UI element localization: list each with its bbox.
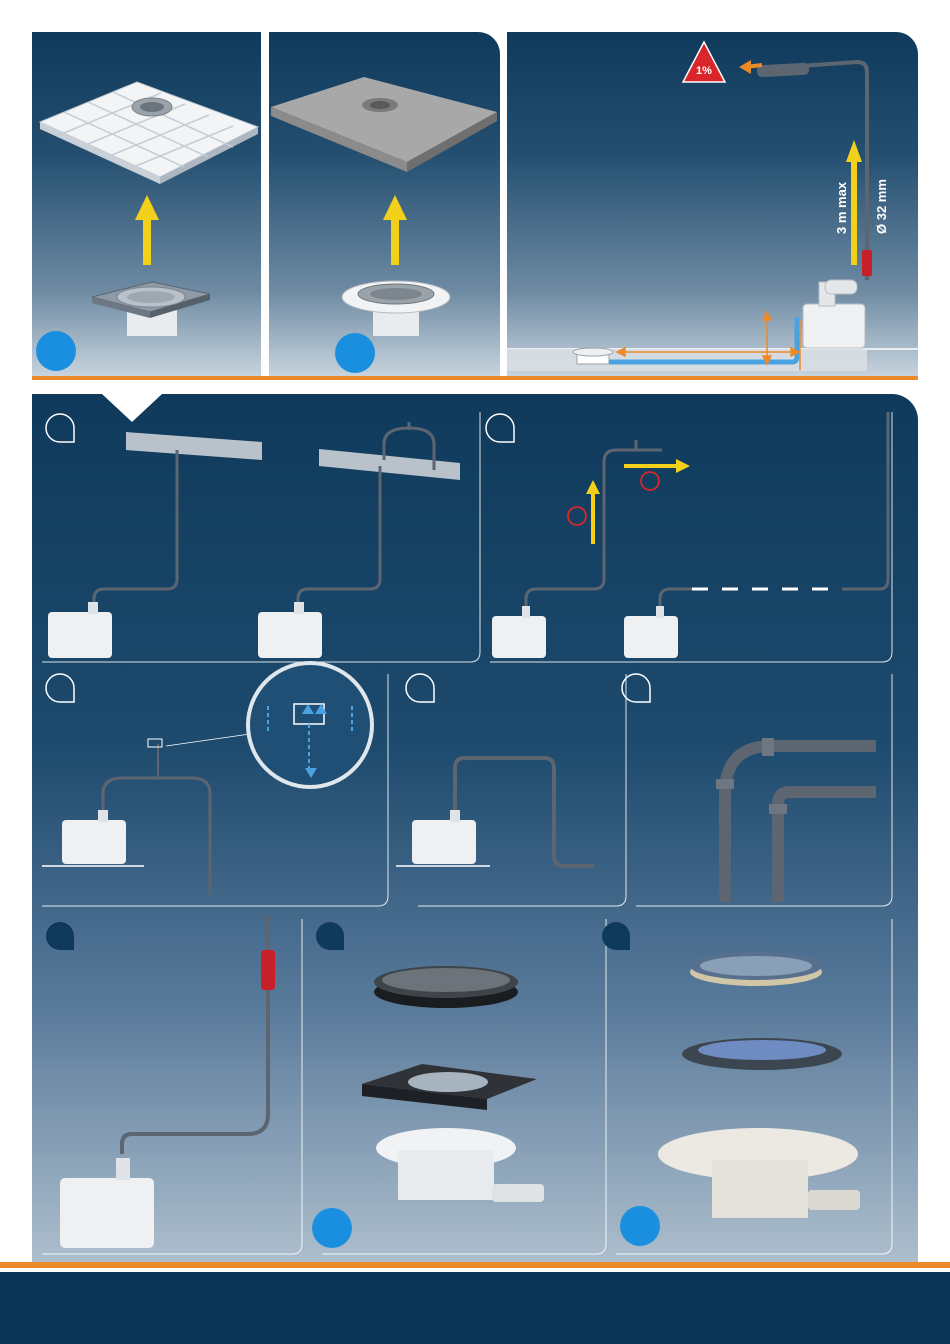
step-badge-icon — [620, 1206, 660, 1246]
pipe-routing-diagrams — [492, 412, 888, 658]
panel-tiled-drain — [32, 32, 261, 376]
footer-bar — [0, 1272, 950, 1344]
square-drain-parts — [312, 966, 544, 1248]
step-marker-filled — [46, 922, 630, 950]
step-badge-icon — [335, 333, 375, 373]
step-badge-icon — [312, 1208, 352, 1248]
siphon-diagram — [396, 758, 594, 866]
up-arrow-icon — [586, 480, 600, 544]
round-drain — [342, 281, 450, 336]
panel-middle-section — [32, 394, 918, 1264]
tiled-floor — [40, 82, 258, 184]
up-arrow-icon — [135, 195, 159, 265]
circle-marker-icon — [641, 472, 659, 490]
panel-install-diagram: 1% 3 m max Ø 32 mm — [507, 32, 918, 376]
pipe-to-beam-diagrams — [48, 422, 460, 658]
footer-orange-rule — [0, 1262, 950, 1268]
up-arrow-icon — [383, 195, 407, 265]
diameter-label: Ø 32 mm — [874, 179, 889, 234]
right-arrow-icon — [624, 459, 690, 473]
smooth-floor — [271, 77, 497, 172]
height-label: 3 m max — [834, 182, 849, 234]
svg-text:1%: 1% — [696, 65, 712, 77]
pump-unit — [803, 280, 865, 348]
square-drain — [92, 282, 210, 336]
check-valve-diagram — [60, 914, 275, 1248]
top-orange-rule — [32, 376, 918, 380]
panel-smooth-drain — [269, 32, 500, 376]
elbow-pipes — [716, 738, 876, 902]
step-badge-icon — [36, 331, 76, 371]
vent-diagram — [42, 663, 372, 894]
round-drain-parts — [620, 952, 860, 1246]
circle-marker-icon — [568, 507, 586, 525]
warning-triangle-icon: 1% — [683, 42, 725, 82]
